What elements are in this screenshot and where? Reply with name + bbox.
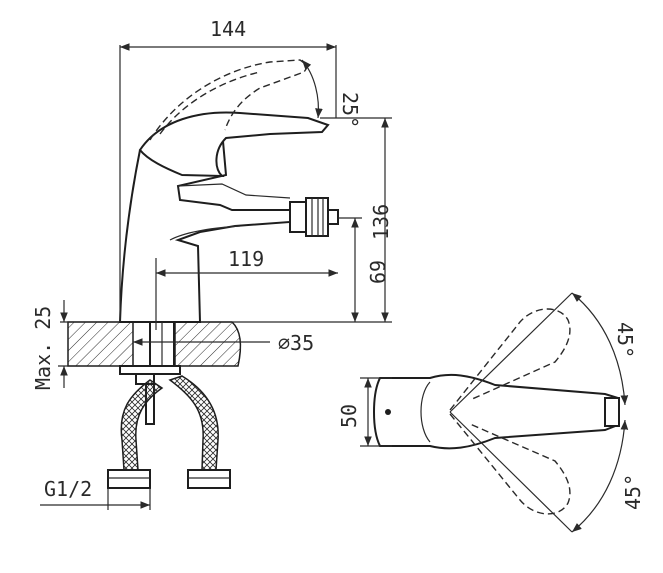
top-view: 50 45° 45°	[337, 292, 645, 533]
depth-label: 50	[337, 404, 361, 428]
thread-label: G1/2	[44, 477, 92, 501]
angle-bottom-label: 45°	[621, 474, 645, 510]
top-dimensions: 50 45° 45°	[337, 292, 645, 533]
spout-height-label: 69	[366, 260, 390, 284]
front-view: 144 25° 136 69 119 Max. 25 ∅35	[31, 17, 393, 510]
lever-angle-label: 25°	[338, 92, 362, 128]
center-mark-icon	[385, 409, 391, 415]
deck-thickness-label: Max. 25	[31, 306, 55, 390]
spout-reach-label: 119	[228, 247, 264, 271]
top-view-body	[373, 308, 620, 515]
deck-section	[60, 321, 248, 367]
supply-hoses	[107, 321, 231, 489]
faucet-body	[118, 59, 339, 323]
width-label: 144	[210, 17, 246, 41]
angle-top-label: 45°	[613, 322, 637, 358]
front-dimensions: 144 25° 136 69 119 Max. 25 ∅35	[31, 17, 393, 510]
height-label: 136	[369, 204, 393, 240]
hole-diameter-label: ∅35	[278, 331, 314, 355]
